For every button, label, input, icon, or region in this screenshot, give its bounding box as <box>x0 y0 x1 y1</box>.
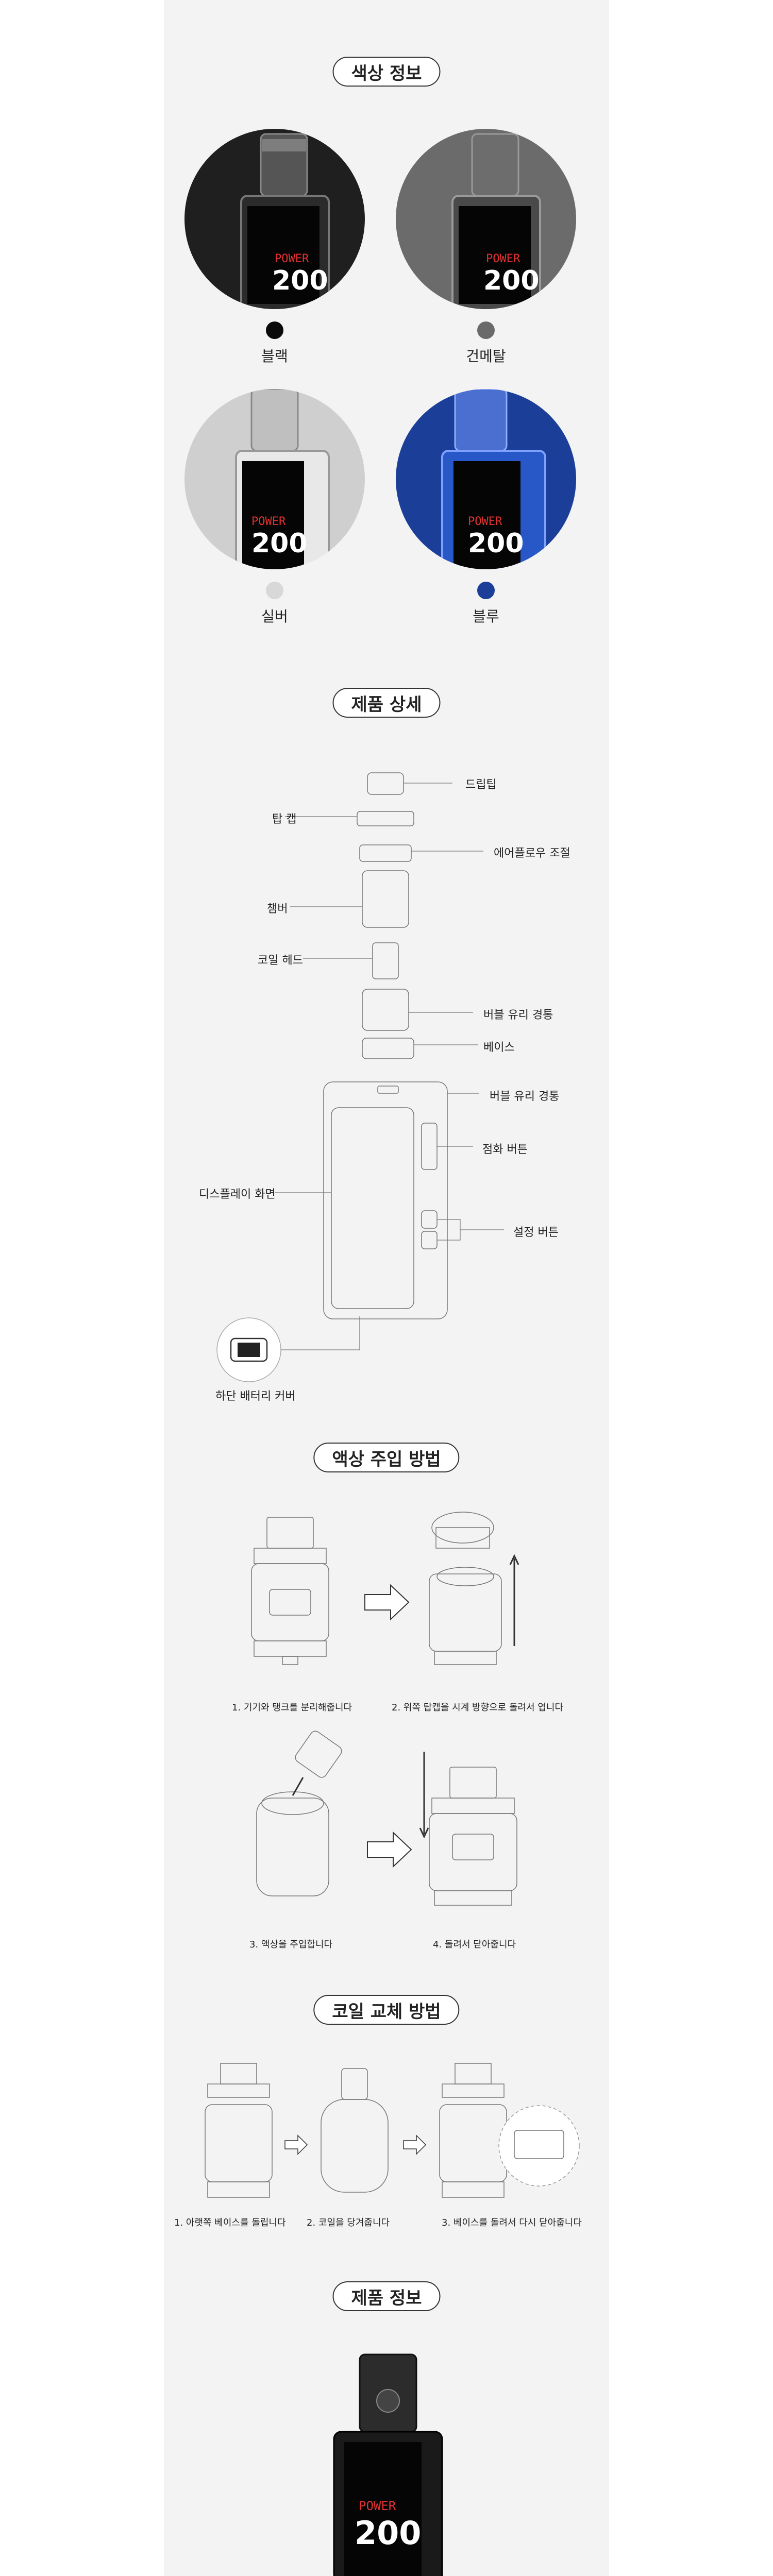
product-detail-page: 색상 정보 POWER 200 블랙 POWER 200 건메탈 <box>164 0 609 2576</box>
fill-steps-top-illustration <box>251 1512 519 1665</box>
label-bubble-glass-2: 버블 유리 경통 <box>490 1090 560 1103</box>
screen-value-text: 200 <box>483 265 540 296</box>
label-display: 디스플레이 화면 <box>199 1188 276 1201</box>
label-chamber: 챔버 <box>267 903 288 916</box>
fill-step-2: 2. 위쪽 탑캡을 시계 방향으로 돌려서 엽니다 <box>392 1702 564 1713</box>
device-image-blue: POWER 200 <box>396 389 576 569</box>
coil-step-1: 1. 아랫쪽 베이스를 돌립니다 <box>174 2217 286 2228</box>
color-name: 블루 <box>473 608 499 625</box>
exploded-diagram <box>216 772 504 1382</box>
fill-steps-bottom-illustration <box>256 1731 517 1906</box>
device-image-black: POWER 200 <box>184 129 365 309</box>
coil-step-3: 3. 베이스를 돌려서 다시 닫아줍니다 <box>442 2217 582 2228</box>
label-base: 베이스 <box>483 1041 515 1054</box>
color-option-silver[interactable]: POWER 200 실버 <box>182 389 367 626</box>
coil-steps-illustration <box>205 2063 580 2198</box>
fill-step-4: 4. 돌려서 닫아줍니다 <box>433 1939 516 1950</box>
section-title-details: 제품 상세 <box>332 688 441 718</box>
color-name: 블랙 <box>261 348 288 365</box>
color-option-blue[interactable]: POWER 200 블루 <box>393 389 579 626</box>
screen-value-text: 200 <box>468 528 524 559</box>
fill-step-3: 3. 액상을 주입합니다 <box>249 1939 333 1950</box>
screen-power-text: POWER <box>251 515 286 528</box>
section-title-fill: 액상 주입 방법 <box>313 1443 460 1472</box>
section-title-coil: 코일 교체 방법 <box>313 1995 460 2025</box>
screen-power-text: POWER <box>275 252 309 265</box>
section-title-colors: 색상 정보 <box>332 57 441 87</box>
device-image-gunmetal: POWER 200 <box>396 129 576 309</box>
label-top-cap: 탑 캡 <box>272 813 297 826</box>
label-settings-button: 설정 버튼 <box>513 1226 559 1239</box>
label-bubble-glass: 버블 유리 경통 <box>483 1009 553 1022</box>
color-name: 실버 <box>261 608 288 625</box>
color-swatch <box>477 582 495 599</box>
coil-step-2: 2. 코일을 당겨줍니다 <box>307 2217 390 2228</box>
product-hero-image: POWER 200 <box>333 2353 443 2576</box>
section-title-info: 제품 정보 <box>332 2281 441 2311</box>
label-drip-tip: 드립팁 <box>465 778 497 791</box>
color-option-black[interactable]: POWER 200 블랙 <box>182 129 367 366</box>
screen-power-text: POWER <box>468 515 502 528</box>
device-image-silver: POWER 200 <box>184 389 365 569</box>
screen-power-text: POWER <box>486 252 520 265</box>
screen-value-text: 200 <box>272 265 328 296</box>
label-fire-button: 점화 버튼 <box>482 1143 528 1156</box>
fill-step-1: 1. 기기와 탱크를 분리해줍니다 <box>232 1702 352 1713</box>
label-coil-head: 코일 헤드 <box>258 954 303 967</box>
color-option-gunmetal[interactable]: POWER 200 건메탈 <box>393 129 579 366</box>
screen-power-text: POWER <box>359 2499 396 2513</box>
label-airflow: 에어플로우 조절 <box>494 847 570 860</box>
color-name: 건메탈 <box>466 348 506 365</box>
screen-value-text: 200 <box>251 528 308 559</box>
label-battery-cover: 하단 배터리 커버 <box>215 1390 296 1403</box>
color-swatch <box>266 321 283 339</box>
color-swatch <box>477 321 495 339</box>
screen-value-text: 200 <box>355 2514 422 2552</box>
color-swatch <box>266 582 283 599</box>
